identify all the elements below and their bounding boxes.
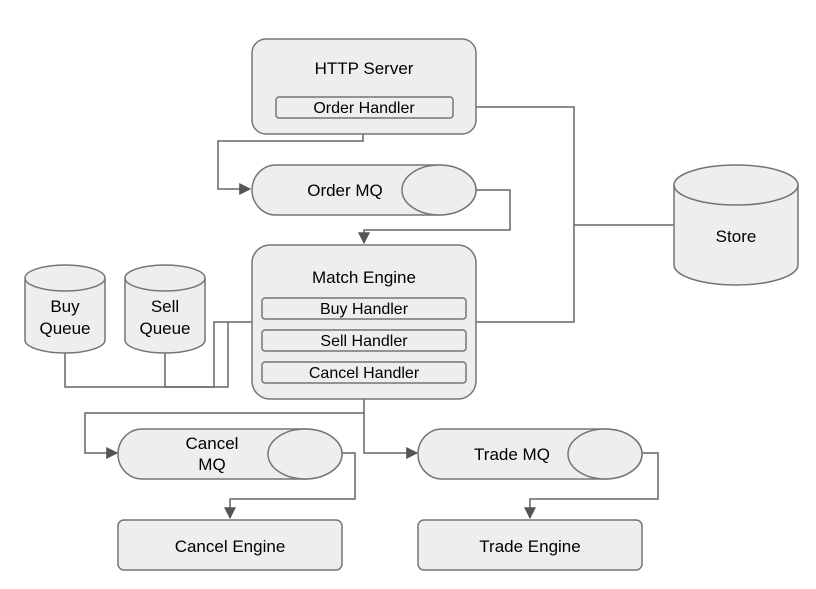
order-mq-node: Order MQ [251, 164, 477, 216]
order-handler-box [275, 96, 454, 119]
edge-sell-queue-to-match-engine [164, 322, 229, 388]
edges [64, 106, 674, 520]
trade-engine-node: Trade Engine [417, 519, 643, 571]
store-node: Store [673, 164, 799, 286]
http-server-title: HTTP Server [315, 59, 414, 78]
edge-order-handler-to-store [453, 106, 674, 226]
store-label: Store [716, 227, 757, 246]
match-engine-title: Match Engine [312, 268, 416, 287]
trade-mq-label: Trade MQ [474, 445, 550, 464]
cancel-handler-box [261, 361, 467, 384]
buy-handler-box [261, 297, 467, 320]
cancel-mq-end [267, 428, 343, 480]
edge-match-engine-to-trade-mq [363, 413, 419, 459]
http-server-node: HTTP Server Order Handler [251, 38, 477, 135]
buy-queue-label-line2: Queue [39, 319, 90, 338]
trade-engine-label: Trade Engine [479, 537, 580, 556]
cancel-handler-label: Cancel Handler [309, 365, 420, 382]
buy-queue-label-line1: Buy [50, 297, 80, 316]
buy-queue-body [24, 278, 106, 354]
store-body [673, 185, 799, 286]
buy-handler-label: Buy Handler [320, 301, 409, 318]
sell-queue-body [124, 278, 206, 354]
edge-match-engine-to-store [476, 225, 575, 323]
http-server-box [251, 38, 477, 135]
sell-queue-label-line2: Queue [139, 319, 190, 338]
cancel-engine-box [117, 519, 343, 571]
sell-queue-node: Sell Queue [124, 264, 206, 354]
store-top [673, 164, 799, 206]
sell-handler-label: Sell Handler [320, 333, 408, 350]
trade-engine-box [417, 519, 643, 571]
match-engine-node: Match Engine Buy Handler Sell Handler Ca… [251, 244, 477, 400]
cancel-engine-node: Cancel Engine [117, 519, 343, 571]
sell-handler-box [261, 329, 467, 352]
buy-queue-node: Buy Queue [24, 264, 106, 354]
order-handler-label: Order Handler [313, 100, 415, 117]
trade-mq-end [567, 428, 643, 480]
edge-trade-mq-to-trade-engine [524, 452, 659, 520]
cancel-mq-label-line1: Cancel [186, 434, 239, 453]
match-engine-box [251, 244, 477, 400]
edge-cancel-mq-to-cancel-engine [224, 452, 356, 520]
cancel-mq-node: Cancel MQ [117, 428, 343, 480]
sell-queue-label-line1: Sell [151, 297, 179, 316]
sell-queue-top [124, 264, 206, 292]
order-mq-end [401, 164, 477, 216]
cancel-engine-label: Cancel Engine [175, 537, 286, 556]
buy-queue-top [24, 264, 106, 292]
cancel-mq-label-line2: MQ [198, 455, 225, 474]
edge-match-engine-to-cancel-mq [84, 399, 365, 459]
order-mq-label: Order MQ [307, 181, 383, 200]
edge-order-mq-to-match-engine [358, 189, 511, 245]
trade-mq-node: Trade MQ [417, 428, 643, 480]
